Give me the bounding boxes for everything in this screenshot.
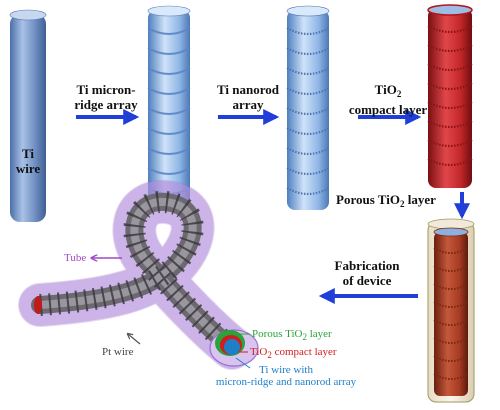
compact-layer-rod [427, 4, 473, 188]
label-step1-line1: Ti micron- [76, 82, 136, 97]
label-step3-line1: TiO2 [346, 82, 430, 102]
label-step2-line1: Ti nanorod [216, 82, 280, 97]
label-step1: Ti micron- ridge array [66, 82, 146, 112]
label-step5: Fabrication of device [322, 258, 412, 288]
label-step2-line2: array [232, 97, 264, 112]
label-step3-sub: 2 [396, 89, 402, 99]
label-tube: Tube [64, 252, 87, 264]
label-ti-wire-array-line2: micron-ridge and nanorod array [215, 376, 357, 388]
label-ti-wire: Ti wire [12, 146, 44, 176]
pt-wire-pointer [128, 334, 141, 345]
label-porous-layer: Porous TiO2 layer [252, 328, 332, 343]
label-compact-sub: 2 [267, 350, 272, 360]
device-tube [18, 180, 259, 370]
label-step3: TiO2 compact layer [346, 82, 430, 117]
label-ti-wire-line1: Ti [21, 146, 35, 161]
label-ti-wire-array-line1: Ti wire with [259, 364, 313, 376]
micron-ridge-rod [147, 5, 191, 210]
label-step1-line2: ridge array [74, 97, 138, 112]
label-step2: Ti nanorod array [208, 82, 288, 112]
label-step5-line2: of device [342, 273, 392, 288]
label-ti-wire-line2: wire [15, 161, 41, 176]
label-compact-layer: TiO2 compact layer [250, 346, 337, 361]
label-step4-prefix: Porous TiO [336, 192, 400, 207]
label-compact-prefix: TiO [250, 346, 268, 358]
tiwire-leader [235, 357, 251, 369]
nanorod-rod [286, 5, 330, 210]
label-step3-prefix: TiO [374, 82, 397, 97]
label-pt-wire: Pt wire [102, 346, 134, 358]
label-ti-wire-array: Ti wire with micron-ridge and nanorod ar… [208, 364, 364, 388]
ti-wire-rod [9, 9, 47, 222]
label-step3-line2: compact layer [348, 102, 428, 117]
label-porous-prefix: Porous TiO [252, 328, 303, 340]
label-step4-suffix: layer [404, 192, 436, 207]
label-compact-suffix: compact layer [271, 346, 337, 358]
label-porous-sub: 2 [302, 332, 307, 342]
label-step4: Porous TiO2 layer [336, 192, 456, 212]
label-step4-sub: 2 [399, 199, 405, 209]
label-step5-line1: Fabrication [334, 258, 400, 273]
porous-layer-rod [427, 218, 475, 403]
label-porous-suffix: layer [306, 328, 332, 340]
